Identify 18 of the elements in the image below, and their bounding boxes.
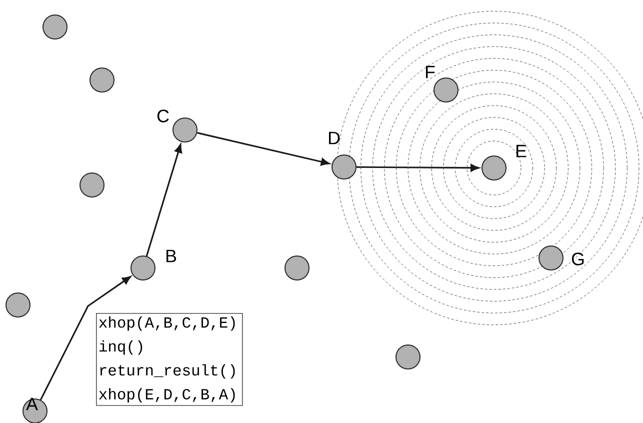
node-label: F xyxy=(426,66,435,78)
node-label: C xyxy=(157,110,169,122)
node-circle xyxy=(80,172,104,198)
arrow xyxy=(197,132,330,166)
node-circle xyxy=(42,14,68,40)
arrow xyxy=(356,164,480,172)
node-circle xyxy=(6,292,30,318)
node-circle xyxy=(90,68,114,92)
node-label: D xyxy=(329,132,340,144)
node-label: E xyxy=(516,144,526,158)
node-circle xyxy=(284,256,310,280)
node-circle xyxy=(396,344,420,370)
arrow xyxy=(40,276,132,400)
arrow xyxy=(146,144,182,256)
node-label: G xyxy=(572,252,584,266)
node-label: A xyxy=(26,398,38,410)
code-box: xhop(A,B,C,D,E) inq() return_result() xhop(E,D,C,B,A) xyxy=(96,313,243,406)
node-label: B xyxy=(166,250,176,262)
